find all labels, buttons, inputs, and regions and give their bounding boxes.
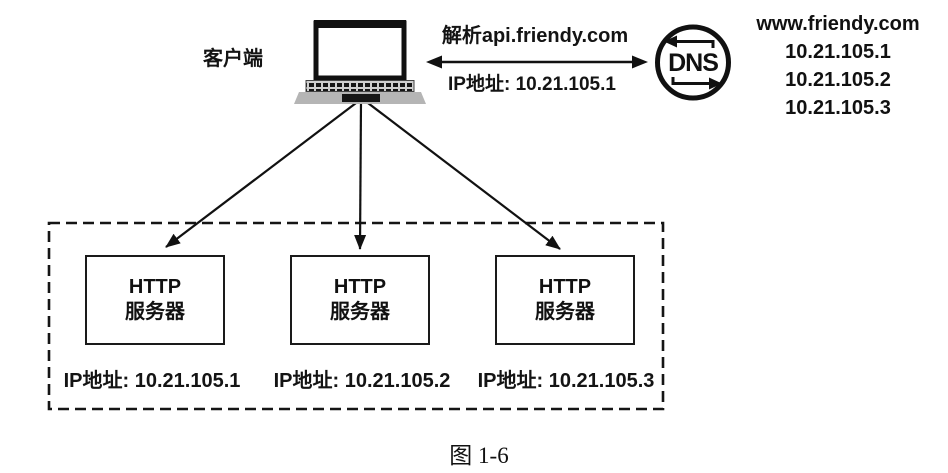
dns-record-ip: 10.21.105.1 xyxy=(785,41,891,63)
client-to-server3-arrow xyxy=(363,99,561,250)
client-label: 客户端 xyxy=(203,48,263,70)
dns-answer-ip-label: IP地址: 10.21.105.1 xyxy=(448,74,616,95)
server-ip-label-3: IP地址: 10.21.105.3 xyxy=(477,370,655,392)
dns-icon-label: DNS xyxy=(668,49,718,77)
figure-caption: 图 1-6 xyxy=(449,443,509,468)
dns-server-icon: DNS xyxy=(655,24,731,101)
dns-records: www.friendy.com 10.21.105.1 10.21.105.2 … xyxy=(738,10,938,122)
dns-record-domain: www.friendy.com xyxy=(756,13,920,35)
client-to-server2-arrow xyxy=(354,99,367,250)
http-server-box-1: HTTP 服务器 xyxy=(85,255,225,345)
server-label-line2: 服务器 xyxy=(125,301,185,323)
dns-resolve-label: 解析api.friendy.com xyxy=(441,25,629,47)
dns-query-arrow xyxy=(426,55,648,69)
server-label-line1: HTTP xyxy=(128,276,182,298)
http-server-box-2: HTTP 服务器 xyxy=(290,255,430,345)
server-ip-label-2: IP地址: 10.21.105.2 xyxy=(273,370,451,392)
dns-record-ip: 10.21.105.3 xyxy=(785,97,891,119)
server-cluster-dashed-box xyxy=(47,221,665,411)
laptop-icon xyxy=(294,20,426,104)
server-label-line1: HTTP xyxy=(538,276,592,298)
server-label-line2: 服务器 xyxy=(535,301,595,323)
server-label-line2: 服务器 xyxy=(330,301,390,323)
http-server-box-3: HTTP 服务器 xyxy=(495,255,635,345)
server-label-line1: HTTP xyxy=(333,276,387,298)
dns-record-ip: 10.21.105.2 xyxy=(785,69,891,91)
server-ip-label-1: IP地址: 10.21.105.1 xyxy=(63,370,241,392)
client-to-server1-arrow xyxy=(165,99,361,248)
